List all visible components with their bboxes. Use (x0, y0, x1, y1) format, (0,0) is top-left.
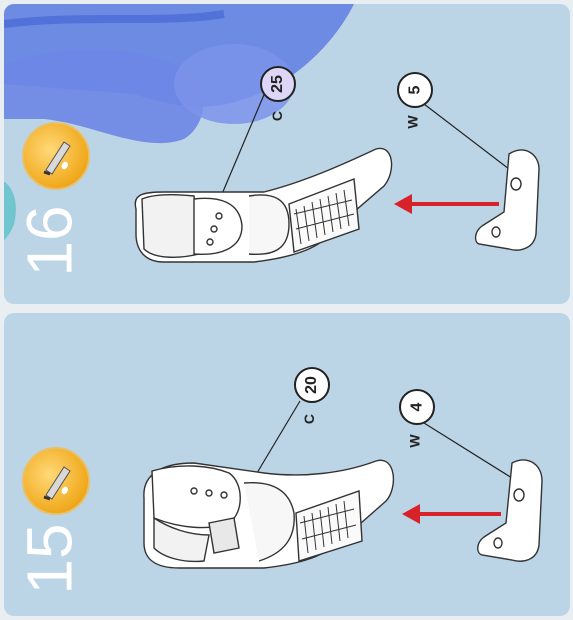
callout-part-w5: 5 (397, 72, 433, 108)
callout-part-c20: 20 (294, 367, 330, 403)
step-panel-15: 15 20 C 4 W (4, 313, 570, 616)
step-panel-16: 16 25 C 5 W (4, 4, 570, 304)
assembly-illustration (4, 313, 570, 616)
glue-drop-icon (22, 122, 90, 190)
glue-drop-icon (22, 447, 90, 515)
callout-letter-c: C (269, 111, 285, 121)
step-number: 15 (18, 523, 82, 594)
step-number: 16 (18, 205, 82, 276)
callout-letter-w: W (407, 434, 423, 447)
callout-letter-w: W (405, 115, 421, 128)
callout-part-c25: 25 (260, 66, 296, 102)
callout-part-w4: 4 (399, 389, 435, 425)
callout-letter-c: C (301, 414, 317, 424)
